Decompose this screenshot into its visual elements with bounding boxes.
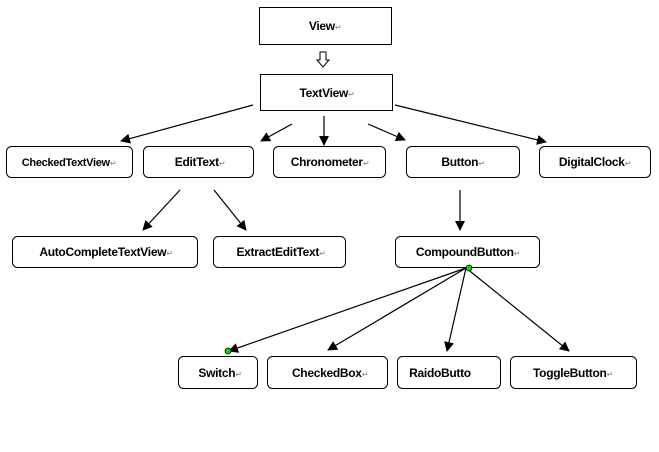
node-label: TextView [300, 86, 349, 100]
node-textview[interactable]: TextView↵ [260, 74, 393, 111]
edge-compound-checkedbox [327, 267, 467, 351]
edge-edittext-autocomplete [142, 189, 181, 231]
svg-text:CheckedTextView↵: CheckedTextView↵ [22, 157, 116, 169]
node-switch[interactable]: Switch↵ [178, 356, 258, 389]
connector-handle-start[interactable] [465, 264, 473, 272]
edge-textview-edittext [260, 123, 293, 142]
svg-text:AutoCompleteTextView↵: AutoCompleteTextView↵ [39, 245, 172, 259]
node-label: EditText [175, 155, 219, 169]
node-edittext[interactable]: EditText↵ [143, 146, 254, 178]
svg-text:ToggleButton↵: ToggleButton↵ [533, 366, 613, 380]
node-chronometer[interactable]: Chronometer↵ [273, 146, 386, 178]
node-digitalclock[interactable]: DigitalClock↵ [539, 146, 651, 178]
edge-textview-digitalclock [394, 104, 547, 145]
edge-textview-checkedtextview [120, 104, 254, 144]
node-label: Button [441, 155, 478, 169]
edge-compound-togglebutton [465, 267, 570, 352]
node-compoundbutton[interactable]: CompoundButton↵ [395, 236, 540, 268]
node-label: Switch [198, 366, 235, 380]
node-raidobutto[interactable]: RaidoButto [397, 356, 501, 389]
node-label: View [309, 19, 336, 33]
node-label: CheckedTextView [22, 157, 111, 169]
connector-handle-end[interactable] [224, 347, 232, 355]
svg-text:EditText↵: EditText↵ [175, 155, 225, 169]
node-button[interactable]: Button↵ [406, 146, 520, 178]
node-autocompletetextview[interactable]: AutoCompleteTextView↵ [12, 236, 198, 268]
edge-compound-switch [228, 267, 467, 353]
node-checkedbox[interactable]: CheckedBox↵ [267, 356, 388, 389]
svg-text:RaidoButto: RaidoButto [409, 366, 471, 380]
node-checkedtextview[interactable]: CheckedTextView↵ [6, 146, 133, 178]
svg-text:Chronometer↵: Chronometer↵ [291, 155, 369, 169]
svg-text:CheckedBox↵: CheckedBox↵ [292, 366, 368, 380]
node-togglebutton[interactable]: ToggleButton↵ [510, 356, 637, 389]
svg-text:ExtractEditText↵: ExtractEditText↵ [236, 245, 325, 259]
edge-compound-raidobutto [444, 267, 467, 352]
svg-text:View↵: View↵ [309, 19, 341, 33]
node-label: ExtractEditText [236, 245, 319, 259]
node-label: AutoCompleteTextView [39, 245, 167, 259]
node-label: DigitalClock [559, 155, 625, 169]
node-label: CompoundButton [416, 245, 514, 259]
edge-textview-button [367, 123, 406, 142]
svg-text:Switch↵: Switch↵ [198, 366, 241, 380]
svg-text:TextView↵: TextView↵ [300, 86, 355, 100]
node-label: ToggleButton [533, 366, 607, 380]
node-label: RaidoButto [409, 366, 471, 380]
edges [120, 51, 570, 353]
node-view[interactable]: View↵ [259, 7, 392, 45]
svg-text:Button↵: Button↵ [441, 155, 484, 169]
edge-edittext-extractedittext [213, 189, 247, 231]
svg-text:DigitalClock↵: DigitalClock↵ [559, 155, 631, 169]
svg-text:CompoundButton↵: CompoundButton↵ [416, 245, 520, 259]
node-label: Chronometer [291, 155, 364, 169]
node-label: CheckedBox [292, 366, 362, 380]
hollow-arrow-view-textview [315, 51, 331, 68]
node-extractedittext[interactable]: ExtractEditText↵ [213, 236, 346, 268]
